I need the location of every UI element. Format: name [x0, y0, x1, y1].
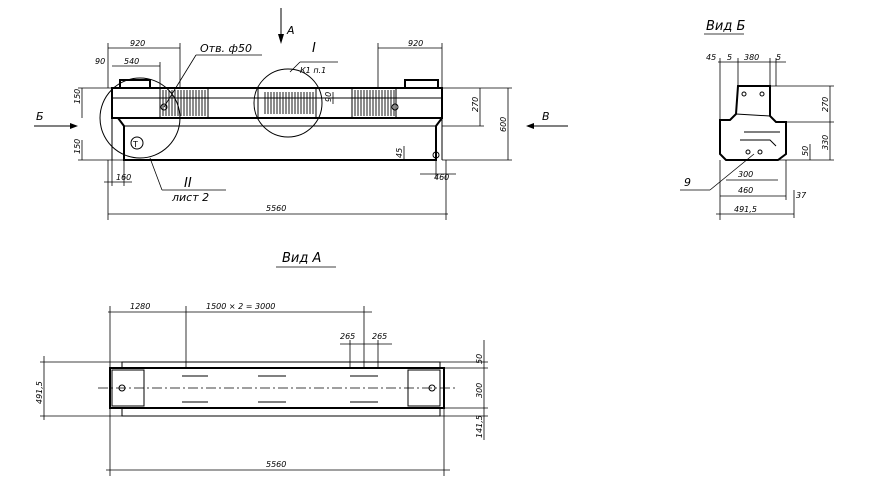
- dim-b-50: 50: [801, 146, 810, 156]
- detail-circle-ii: [99, 77, 181, 159]
- arrow-b-label: Б: [36, 110, 44, 123]
- detail-circle-i: [253, 68, 323, 138]
- dim-b-491-5: 491,5: [734, 205, 757, 214]
- node-ii-ref: лист 2: [171, 191, 209, 204]
- node-i-label: I: [312, 41, 316, 56]
- hatch-zone-left: [159, 87, 209, 119]
- dim-b-300: 300: [738, 170, 753, 179]
- front-view: T А Б В Отв. ф50 I К1 п.1 II лист 2: [34, 8, 568, 220]
- view-a-title: Вид А: [282, 251, 321, 266]
- dim-150-bot: 150: [73, 139, 82, 154]
- dim-920-left: 920: [130, 39, 145, 48]
- dim-b-270: 270: [821, 97, 830, 112]
- pos-9-label: 9: [684, 176, 691, 189]
- dim-a-141-5: 141,5: [475, 415, 484, 438]
- view-b-outline: [719, 85, 787, 161]
- hole-right: [391, 103, 399, 111]
- dim-a-50: 50: [475, 354, 484, 364]
- arrow-a: А: [278, 8, 295, 44]
- dim-90: 90: [95, 57, 105, 66]
- dim-b-37: 37: [796, 191, 807, 200]
- dim-b-330: 330: [821, 135, 830, 150]
- view-b: Вид Б 45 5 380 5 270 330: [680, 19, 834, 220]
- front-base-outline: [117, 117, 443, 161]
- view-a: Вид А 1280 1500 × 2 = 3000 265: [35, 251, 488, 476]
- arrow-v-right: В: [526, 110, 568, 129]
- dim-a-5560: 5560: [266, 460, 286, 469]
- dim-5560-front: 5560: [266, 204, 286, 213]
- node-ii-label: II: [184, 176, 192, 191]
- hatch-zone-right: [351, 87, 397, 119]
- dim-460: 460: [434, 173, 449, 182]
- dim-270: 270: [471, 97, 480, 112]
- dim-920-right: 920: [408, 39, 423, 48]
- dim-90-mid: 90: [324, 92, 333, 102]
- dim-540: 540: [124, 57, 139, 66]
- svg-text:T: T: [132, 140, 138, 149]
- hole-left: [160, 103, 168, 111]
- dim-b-460: 460: [738, 186, 753, 195]
- view-b-title: Вид Б: [706, 19, 745, 34]
- dim-a-265-b: 265: [372, 332, 387, 341]
- dim-a-1280: 1280: [130, 302, 150, 311]
- dim-150-top: 150: [73, 89, 82, 104]
- dims-front: 920 540 90 150 150 160 920: [73, 39, 512, 220]
- dim-600: 600: [499, 117, 508, 132]
- dim-b-380: 380: [744, 53, 759, 62]
- dim-b-5-right: 5: [776, 53, 781, 62]
- dim-a-491-5: 491,5: [35, 381, 44, 404]
- dims-view-a: 1280 1500 × 2 = 3000 265 265 50 300 141,…: [35, 302, 488, 476]
- dim-a-265-a: 265: [340, 332, 355, 341]
- dims-view-b: 45 5 380 5 270 330 50 300 460 491,5 37: [680, 53, 834, 220]
- rebar-hatching: [162, 90, 395, 116]
- dim-160: 160: [116, 173, 131, 182]
- dim-a-1500x2: 1500 × 2 = 3000: [206, 302, 275, 311]
- hole-callout: Отв. ф50: [200, 42, 252, 55]
- dim-b-5-left: 5: [727, 53, 732, 62]
- arrow-v-label: В: [542, 110, 550, 123]
- dim-b-45: 45: [706, 53, 716, 62]
- dim-45: 45: [395, 148, 404, 158]
- arrow-a-label: А: [286, 24, 295, 37]
- node-i-ref: К1 п.1: [300, 66, 326, 75]
- dim-a-300: 300: [475, 383, 484, 398]
- mark-t: [130, 136, 144, 150]
- arrow-b-left: Б: [34, 110, 78, 129]
